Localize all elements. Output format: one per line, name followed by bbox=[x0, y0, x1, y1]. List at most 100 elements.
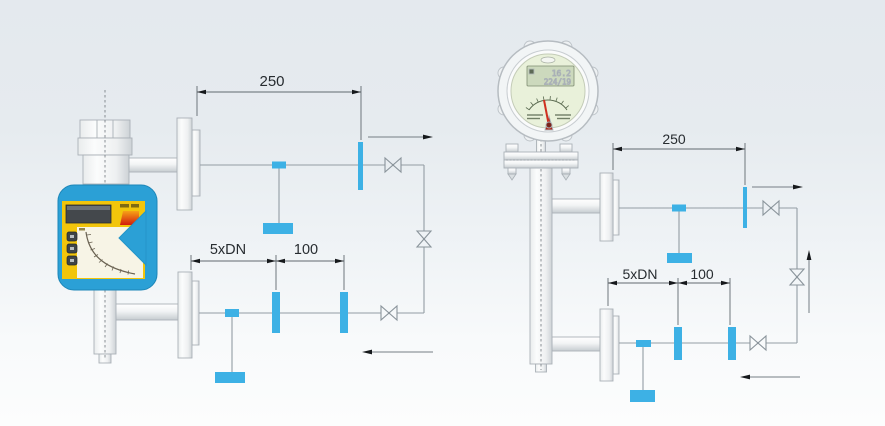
flow-arrow-out-icon bbox=[793, 184, 803, 190]
right-dimension-250: 250 bbox=[612, 131, 746, 185]
flange-plate bbox=[503, 151, 579, 161]
dim-arrow-icon bbox=[352, 89, 361, 95]
button-glyph bbox=[70, 247, 74, 250]
dim-arrow-icon bbox=[267, 258, 276, 264]
lower-flange-back-plate bbox=[612, 315, 620, 375]
valve-icon bbox=[380, 305, 398, 321]
flow-arrow-up-icon bbox=[806, 250, 812, 260]
marker-bar bbox=[272, 292, 280, 333]
upper-flange bbox=[176, 117, 193, 211]
upper-branch-pipe bbox=[127, 157, 179, 173]
valve-icon bbox=[762, 200, 780, 216]
bypass-valve-icon bbox=[789, 268, 805, 286]
right-flowmeter-assembly: 16.2 224/19 bbox=[497, 40, 620, 382]
marker-tap bbox=[272, 161, 286, 169]
dim-arrow-icon bbox=[669, 280, 678, 286]
dim-arrow-icon bbox=[608, 280, 617, 286]
drain-stub bbox=[98, 353, 112, 364]
marker-callout bbox=[630, 390, 655, 402]
gauge-scale-arc bbox=[525, 96, 569, 111]
dim-arrow-icon bbox=[721, 280, 730, 286]
lower-flange bbox=[599, 308, 614, 382]
gauge-lcd bbox=[526, 65, 575, 87]
dim-label-100: 100 bbox=[690, 266, 714, 282]
bolt-nut bbox=[559, 143, 573, 153]
dim-arrow-icon bbox=[613, 146, 622, 152]
flow-arrow-out-icon bbox=[423, 134, 433, 140]
bypass-valve-icon bbox=[416, 230, 432, 248]
dim-label-5xdn: 5xDN bbox=[210, 242, 246, 258]
bolted-flange bbox=[503, 143, 579, 181]
device-lcd-header bbox=[67, 206, 110, 210]
left-flowmeter-assembly bbox=[57, 90, 201, 364]
flow-arrow-in-icon bbox=[740, 374, 750, 380]
flow-indicator-device bbox=[57, 184, 158, 291]
lower-flange bbox=[177, 271, 193, 359]
scale-ticks bbox=[86, 234, 129, 275]
lower-branch-pipe bbox=[114, 303, 179, 321]
upper-flange-back-plate bbox=[612, 179, 620, 236]
dim-label-5xdn: 5xDN bbox=[622, 266, 657, 282]
marker-callout bbox=[263, 223, 293, 234]
dim-arrow-icon bbox=[276, 258, 285, 264]
left-dimension-inlet-outlet: 5xDN 100 bbox=[190, 242, 345, 290]
dim-arrow-icon bbox=[335, 258, 344, 264]
right-blue-markers bbox=[630, 187, 747, 402]
gauge-ticks bbox=[525, 96, 569, 111]
dim-label-250: 250 bbox=[259, 73, 284, 90]
dim-arrow-icon bbox=[678, 280, 687, 286]
marker-tap bbox=[225, 309, 239, 317]
upper-flange bbox=[599, 172, 614, 242]
lower-branch-pipe bbox=[551, 336, 601, 352]
flow-arrow-in-icon bbox=[362, 349, 372, 355]
valve-icon bbox=[384, 157, 402, 173]
marker-bar bbox=[728, 327, 736, 360]
bolt-shaft bbox=[507, 167, 517, 175]
marker-callout bbox=[667, 253, 692, 263]
dim-arrow-icon bbox=[191, 258, 200, 264]
scale-label-mark bbox=[79, 228, 85, 231]
right-flow-arrows bbox=[740, 184, 812, 380]
right-dimension-inlet-outlet: 5xDN 100 bbox=[607, 266, 731, 325]
upper-flange-back-plate bbox=[191, 129, 201, 197]
flange-plate bbox=[503, 159, 579, 169]
brand-mark bbox=[131, 204, 139, 208]
dim-arrow-icon bbox=[197, 89, 206, 95]
needle-pivot bbox=[545, 121, 553, 129]
meter-neck-block bbox=[82, 154, 130, 185]
marker-tap bbox=[636, 340, 651, 347]
marker-tap bbox=[672, 204, 686, 212]
upper-branch-pipe bbox=[551, 198, 601, 214]
button-glyph bbox=[70, 259, 74, 262]
logo-red-icon bbox=[120, 211, 139, 225]
marker-bar bbox=[340, 292, 348, 333]
housing-notch bbox=[118, 209, 147, 267]
left-blue-markers bbox=[215, 142, 363, 383]
left-flow-arrows bbox=[362, 134, 433, 355]
marker-bar bbox=[743, 187, 747, 228]
marker-bar bbox=[358, 142, 363, 190]
left-piping-schematic: 250 5xDN 100 bbox=[190, 73, 433, 383]
marker-bar bbox=[674, 327, 682, 360]
gauge-logo-icon bbox=[540, 56, 556, 64]
right-piping-schematic: 250 5xDN 100 bbox=[607, 131, 812, 402]
lcd-status-block bbox=[528, 68, 535, 75]
right-schematic-lines bbox=[619, 207, 798, 390]
bolt-shaft bbox=[561, 167, 571, 175]
gauge-head: 16.2 224/19 bbox=[497, 40, 599, 142]
left-dimension-250: 250 bbox=[196, 73, 362, 140]
lower-flange-back-plate bbox=[191, 280, 200, 346]
gauge-lcd-row2: 224/19 bbox=[544, 78, 571, 87]
left-schematic-lines bbox=[199, 164, 425, 372]
brand-mark bbox=[120, 204, 129, 208]
analog-scale-arc bbox=[85, 231, 136, 275]
gauge-face-markings bbox=[527, 114, 571, 120]
valve-icon bbox=[749, 335, 767, 351]
dim-label-250: 250 bbox=[662, 131, 686, 147]
marker-callout bbox=[215, 372, 245, 383]
dim-label-100: 100 bbox=[294, 242, 318, 258]
bolt-tip bbox=[561, 173, 571, 181]
gauge-lcd-row1: 16.2 bbox=[552, 69, 571, 78]
